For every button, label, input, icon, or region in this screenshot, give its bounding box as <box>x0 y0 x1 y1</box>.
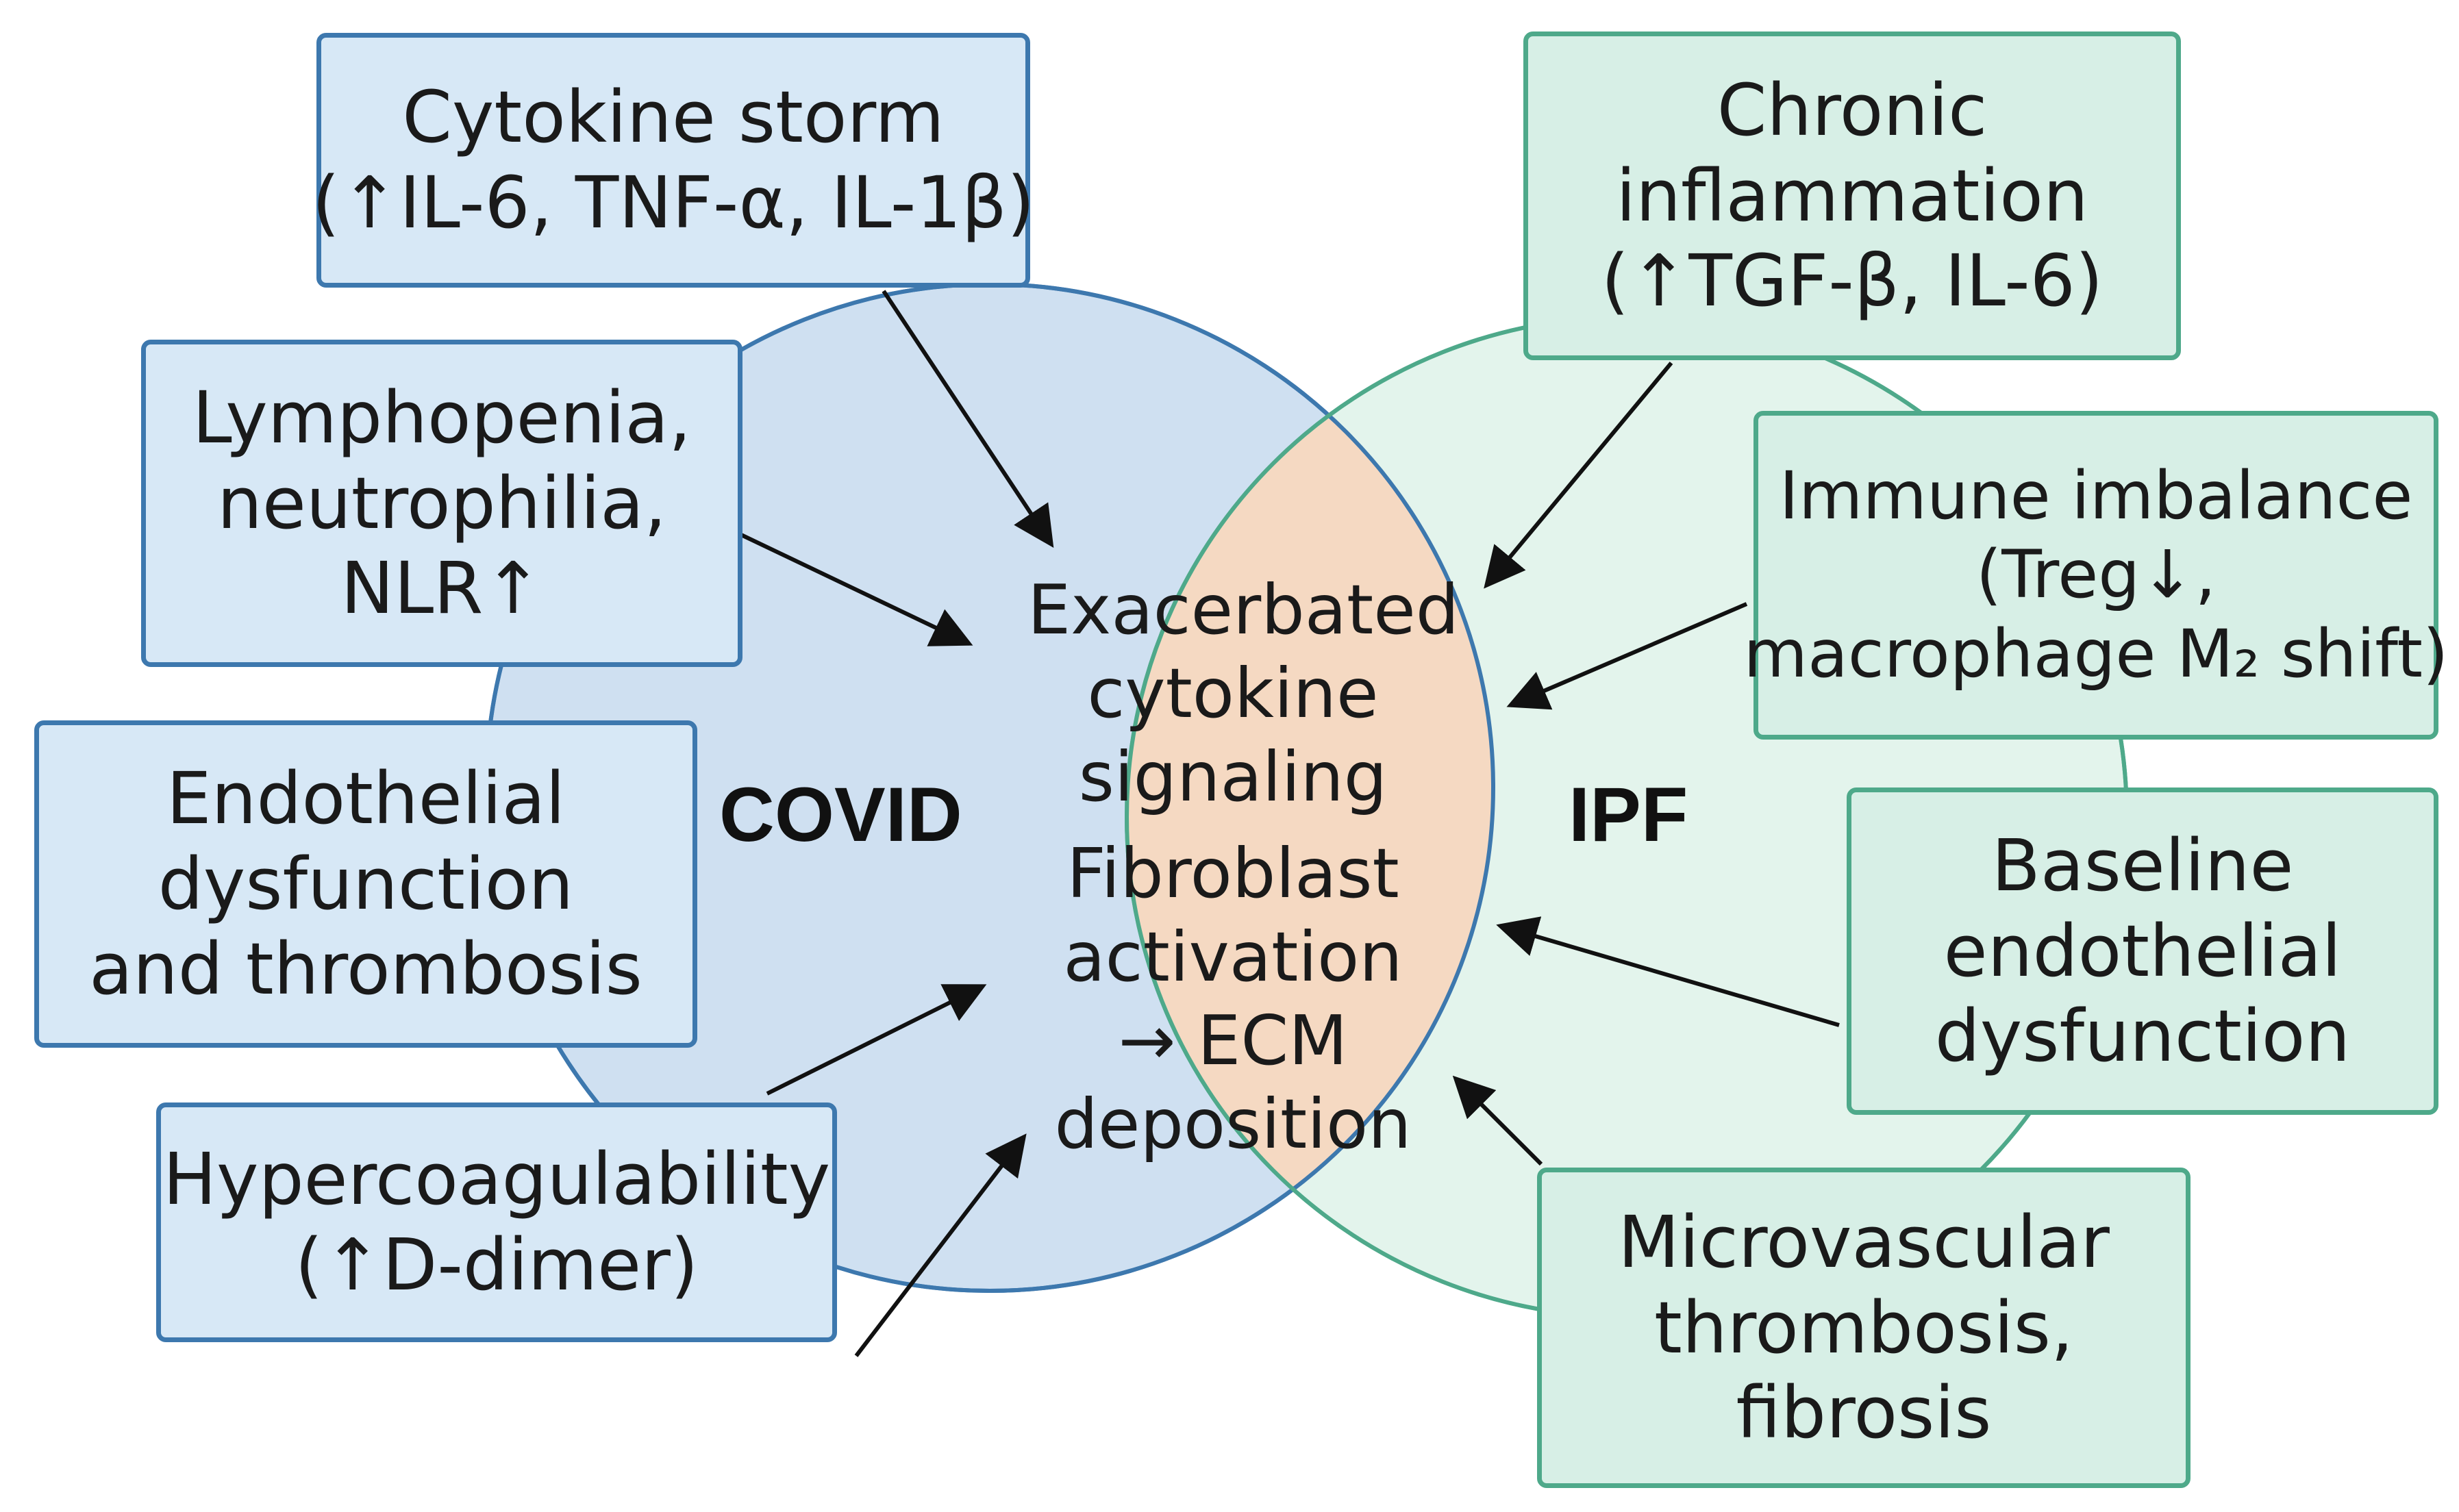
box-microvascular-thrombosis: Microvascular thrombosis, fibrosis <box>1537 1168 2190 1488</box>
box-line: (↑IL-6, TNF-α, IL-1β) <box>312 161 1035 244</box>
arrow-cytokine-storm <box>882 290 1054 549</box>
box-line: NLR↑ <box>340 546 543 631</box>
overlap-line: → ECM <box>1118 1000 1348 1081</box>
arrow-lymphopenia <box>738 532 973 646</box>
arrow-immune-imbalance <box>1506 602 1748 710</box>
overlap-text-cytokine-signaling: Exacerbated cytokine signaling <box>1027 568 1460 819</box>
box-line: (↑TGF-β, IL-6) <box>1601 239 2104 323</box>
box-line: Microvascular <box>1618 1200 2110 1284</box>
box-line: Baseline <box>1991 823 2294 907</box>
box-hypercoagulability: Hypercoagulability (↑D-dimer) <box>156 1102 837 1342</box>
arrow-hypercoagulability <box>854 1133 1027 1357</box>
overlap-line: deposition <box>1054 1084 1412 1164</box>
box-line: (Treg↓, <box>1975 536 2217 614</box>
overlap-region <box>1127 317 1493 1291</box>
box-line: and thrombosis <box>89 927 642 1011</box>
box-line: inflammation <box>1616 153 2088 238</box>
box-line: dysfunction <box>158 842 574 926</box>
box-line: Cytokine storm <box>402 75 945 160</box>
box-cytokine-storm: Cytokine storm (↑IL-6, TNF-α, IL-1β) <box>312 33 1035 288</box>
overlap-line: activation <box>1063 917 1403 997</box>
box-line: Hypercoagulability <box>162 1137 831 1222</box>
overlap-line: cytokine <box>1087 653 1379 733</box>
overlap-line: signaling <box>1078 737 1388 817</box>
overlap-line: Exacerbated <box>1027 570 1460 650</box>
box-line: thrombosis, <box>1653 1285 2074 1370</box>
box-endothelial-dysfunction-thrombosis: Endothelial dysfunction and thrombosis <box>34 720 697 1048</box>
box-line: Chronic <box>1717 68 1988 152</box>
overlap-line: Fibroblast <box>1066 833 1399 914</box>
box-line: macrophage M₂ shift) <box>1743 615 2449 692</box>
box-line: Lymphopenia, <box>192 375 692 459</box>
arrow-microvascular <box>1452 1075 1543 1166</box>
box-line: Endothelial <box>166 756 566 840</box>
box-immune-imbalance: Immune imbalance (Treg↓, macrophage M₂ s… <box>1744 411 2448 740</box>
box-baseline-endothelial-dysfunction: Baseline endothelial dysfunction <box>1847 788 2438 1115</box>
box-chronic-inflammation: Chronic inflammation (↑TGF-β, IL-6) <box>1523 32 2181 360</box>
overlap-text-fibroblast-activation: Fibroblast activation → ECM deposition <box>1027 832 1438 1166</box>
box-lymphopenia: Lymphopenia, neutrophilia, NLR↑ <box>141 340 742 667</box>
covid-label: COVID <box>719 772 962 857</box>
box-line: neutrophilia, <box>216 461 667 545</box>
arrow-endothelial-dysfunction <box>766 984 987 1096</box>
arrow-baseline-endothelial <box>1496 916 1840 1027</box>
ipf-label: IPF <box>1569 772 1688 857</box>
box-line: (↑D-dimer) <box>295 1223 699 1307</box>
arrow-chronic-inflammation <box>1484 362 1673 589</box>
box-line: dysfunction <box>1934 994 2351 1079</box>
box-line: endothelial <box>1943 909 2342 993</box>
box-line: fibrosis <box>1736 1371 1992 1455</box>
box-line: Immune imbalance <box>1779 457 2413 535</box>
